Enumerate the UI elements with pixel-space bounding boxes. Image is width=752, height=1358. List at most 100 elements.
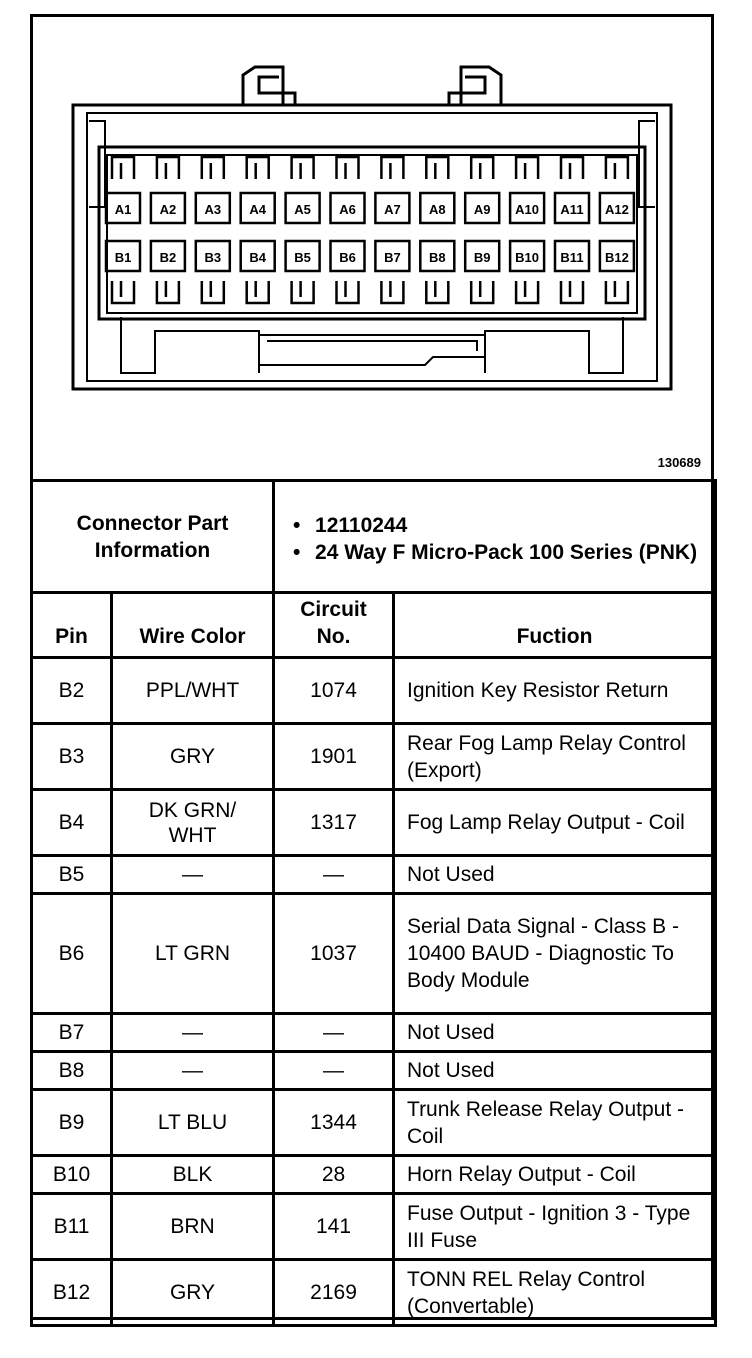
connector-description: 24 Way F Micro-Pack 100 Series (PNK) — [289, 539, 714, 566]
pin-cell: B4 — [30, 788, 113, 857]
circuit-cell: 141 — [272, 1192, 396, 1261]
terminal-latch-icon — [155, 155, 181, 179]
function-cell: Not Used — [392, 854, 718, 895]
function-cell: Horn Relay Output - Coil — [392, 1154, 718, 1195]
pin-a12-cavity — [598, 191, 636, 225]
connector-info-row: Connector Part Information 12110244 24 W… — [29, 479, 718, 594]
wire-color-cell: BLK — [109, 1154, 276, 1195]
connector-info-values: 12110244 24 Way F Micro-Pack 100 Series … — [272, 479, 718, 594]
circuit-cell: — — [272, 1012, 396, 1053]
pin-a7-cavity — [374, 191, 411, 225]
terminal-latch-icon — [425, 281, 450, 305]
pin-cell: B10 — [30, 1154, 113, 1195]
function-cell: TONN REL Relay Control (Convertable) — [392, 1258, 718, 1327]
circuit-cell: 2169 — [272, 1258, 396, 1327]
wire-color-cell: PPL/WHT — [109, 656, 276, 725]
terminal-latch-icon — [380, 281, 405, 305]
pin-a11-label: A11 — [560, 202, 583, 217]
terminal-latch-icon — [155, 281, 181, 305]
pin-b6-label: B6 — [339, 250, 356, 265]
terminal-latch-icon — [110, 281, 136, 305]
wire-color-cell: — — [109, 1050, 276, 1091]
pin-b9-cavity — [463, 239, 501, 273]
pin-a5-label: A5 — [294, 202, 311, 217]
wire-color-cell: BRN — [109, 1192, 276, 1261]
pin-a10-cavity — [508, 191, 546, 225]
circuit-cell: 1037 — [272, 892, 396, 1015]
pin-a6-cavity — [329, 191, 366, 225]
terminal-latch-icon — [110, 155, 136, 179]
function-cell: Fog Lamp Relay Output - Coil — [392, 788, 718, 857]
pin-b11-label: B11 — [560, 250, 583, 265]
pin-b10-cavity — [508, 239, 546, 273]
table-row: B7——Not Used — [30, 1012, 718, 1053]
pin-cell: B8 — [30, 1050, 113, 1091]
pin-b8-cavity — [419, 239, 456, 273]
wire-color-cell: LT BLU — [109, 1088, 276, 1157]
header-pin: Pin — [30, 591, 113, 659]
pin-cell: B6 — [30, 892, 113, 1015]
pin-a8-label: A8 — [429, 202, 446, 217]
pin-b8-label: B8 — [429, 250, 446, 265]
pin-a1-label: A1 — [115, 202, 132, 217]
circuit-cell: 1074 — [272, 656, 396, 725]
pin-cell: B2 — [30, 656, 113, 725]
pin-a5-cavity — [284, 191, 321, 225]
pin-b1-cavity — [104, 239, 142, 273]
circuit-cell: 1901 — [272, 722, 396, 791]
pin-b1-label: B1 — [115, 250, 132, 265]
terminal-latch-icon — [559, 155, 585, 179]
pin-b2-label: B2 — [160, 250, 177, 265]
terminal-latch-icon — [604, 155, 630, 179]
terminal-latch-icon — [200, 155, 226, 179]
pin-b9-label: B9 — [474, 250, 491, 265]
pin-cell: B3 — [30, 722, 113, 791]
terminal-latch-icon — [245, 155, 270, 179]
pin-b2-cavity — [149, 239, 187, 273]
pin-b4-cavity — [239, 239, 276, 273]
pin-b4-label: B4 — [249, 250, 266, 265]
connector-info-label: Connector Part Information — [29, 479, 276, 594]
function-cell: Fuse Output - Ignition 3 - Type III Fuse — [392, 1192, 718, 1261]
pin-a1-cavity — [104, 191, 142, 225]
header-wire-color: Wire Color — [109, 591, 276, 659]
terminal-latch-icon — [380, 155, 405, 179]
pin-b6-cavity — [329, 239, 366, 273]
terminal-latch-icon — [514, 281, 540, 305]
circuit-cell: 1317 — [272, 788, 396, 857]
terminal-latch-icon — [425, 155, 450, 179]
pin-a2-cavity — [149, 191, 187, 225]
pin-b3-cavity — [194, 239, 232, 273]
function-cell: Not Used — [392, 1050, 718, 1091]
pin-cell: B12 — [30, 1258, 113, 1327]
pin-b7-label: B7 — [384, 250, 401, 265]
circuit-cell: — — [272, 854, 396, 895]
function-cell: Not Used — [392, 1012, 718, 1053]
pin-b10-label: B10 — [515, 250, 539, 265]
header-function: Fuction — [392, 591, 718, 659]
pin-a8-cavity — [419, 191, 456, 225]
terminal-latch-icon — [335, 155, 360, 179]
circuit-cell: 1344 — [272, 1088, 396, 1157]
pin-a7-label: A7 — [384, 202, 401, 217]
function-cell: Trunk Release Relay Output - Coil — [392, 1088, 718, 1157]
terminal-latch-icon — [469, 281, 495, 305]
pin-cell: B11 — [30, 1192, 113, 1261]
pin-cell: B7 — [30, 1012, 113, 1053]
pin-cell: B5 — [30, 854, 113, 895]
function-cell: Serial Data Signal - Class B - 10400 BAU… — [392, 892, 718, 1015]
pin-a4-cavity — [239, 191, 276, 225]
pin-cell: B9 — [30, 1088, 113, 1157]
pin-a4-label: A4 — [249, 202, 266, 217]
circuit-cell: — — [272, 1050, 396, 1091]
table-row: B5——Not Used — [30, 854, 718, 895]
terminal-latch-icon — [245, 281, 270, 305]
pin-a10-label: A10 — [515, 202, 539, 217]
